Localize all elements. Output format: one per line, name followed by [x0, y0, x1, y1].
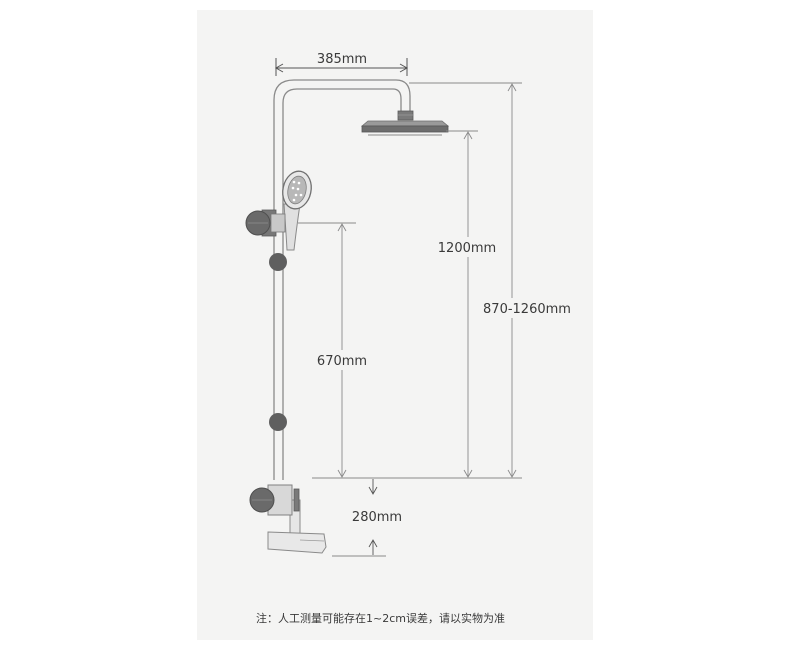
dimension-width-top: [274, 58, 409, 76]
dimension-mixer-to-spout: [368, 479, 378, 555]
label-width-top: 385mm: [317, 52, 367, 67]
label-slide-rail: 670mm: [317, 354, 367, 369]
measurement-note: 注：人工测量可能存在1~2cm误差，请以实物为准: [256, 611, 505, 625]
overall-label-bg: [472, 298, 574, 318]
shower-head: [360, 110, 450, 136]
reference-lines: [298, 82, 522, 557]
head-to-spout-label-bg: [432, 237, 502, 257]
diagram-panel: [197, 10, 593, 640]
hand-shower: [282, 170, 312, 251]
mixer-handle-knob: [249, 487, 275, 513]
slide-bracket-lower: [269, 413, 287, 431]
dimension-overall-height: [507, 83, 517, 478]
bath-spout: [267, 531, 327, 554]
mixer-valve: [267, 484, 301, 541]
label-overall-height: 870-1260mm: [483, 302, 571, 317]
label-mixer-to-spout: 280mm: [352, 510, 402, 525]
label-head-to-spout: 1200mm: [438, 241, 496, 256]
holder-knob: [245, 210, 271, 236]
slide-bracket-upper: [269, 253, 287, 271]
slide-rail-label-bg: [311, 350, 373, 370]
dimension-head-to-spout: [463, 131, 473, 478]
riser-pipe: [273, 79, 411, 480]
